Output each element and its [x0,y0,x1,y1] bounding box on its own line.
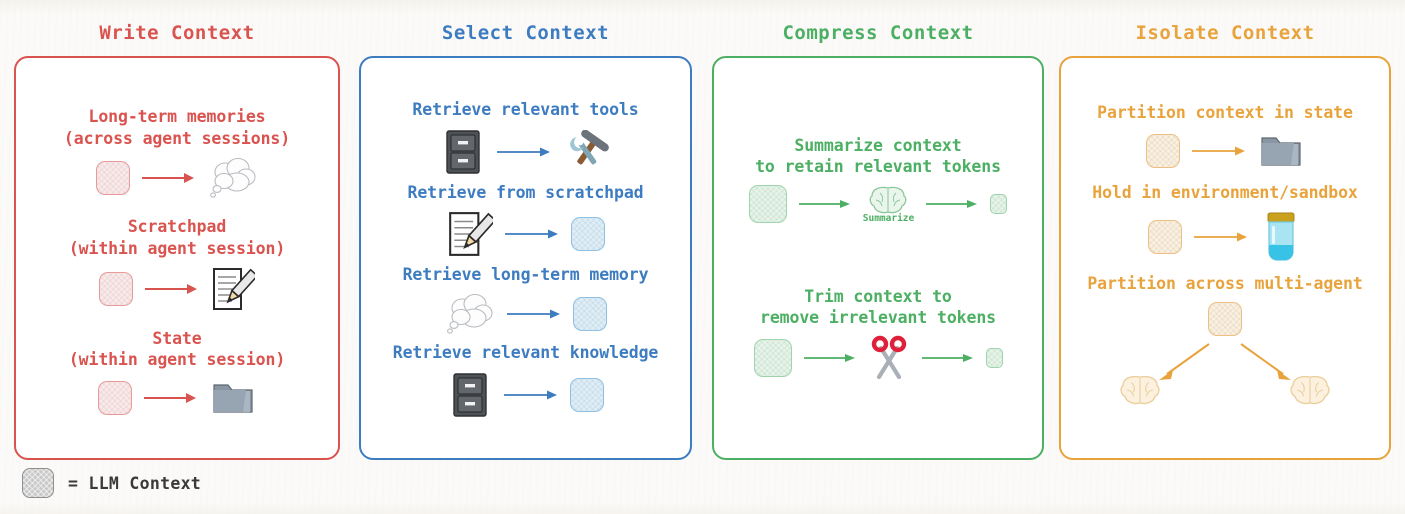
thought-cloud-icon [446,294,493,335]
arrow-right-icon [921,354,973,363]
item-partition-state: Partition context in state [1065,102,1385,172]
item-long-term-memories: Long-term memories (across agent session… [20,106,334,200]
scissors-icon [871,336,906,380]
panel-write-context: Long-term memories (across agent session… [14,56,340,460]
item-retrieve-long-term-memory: Retrieve long-term memory [365,264,686,336]
context-square-small [990,194,1008,214]
item-flow [448,371,604,419]
context-square [1148,219,1182,254]
item-label: Scratchpad (within agent session) [68,217,286,258]
file-cabinet-icon [445,129,480,174]
column-title-isolate: Isolate Context [1135,22,1315,44]
item-flow [1146,130,1304,172]
item-label: Retrieve from scratchpad [407,182,644,202]
arrow-right-icon [803,354,855,363]
arrow-right-icon [1192,146,1245,156]
item-retrieve-tools: Retrieve relevant tools [365,99,686,175]
item-hold-environment-sandbox: Hold in environment/sandbox [1065,182,1385,262]
arrow-right-icon [798,200,850,208]
arrow-right-icon [1194,232,1247,242]
context-square-large [748,185,787,223]
context-square [570,217,605,251]
context-square [572,297,607,332]
arrow-right-icon [926,200,978,208]
column-compress-context: Compress Context Summarize context to re… [712,20,1044,460]
arrow-right-icon [504,229,558,239]
arrow-right-icon [496,147,550,157]
multi-agent-branch [1105,302,1345,414]
item-flow [96,156,258,200]
context-square [96,161,130,196]
item-label: Long-term memories (across agent session… [63,107,291,148]
arrow-right-icon [142,173,194,184]
item-label: Summarize context to retain relevant tok… [755,135,1001,177]
item-flow [445,292,607,336]
context-square [99,271,133,306]
item-state: State (within agent session) [20,328,334,418]
context-square-large [753,339,792,378]
summarize-step: Summarize [863,185,914,224]
brain-icon [870,186,907,213]
panel-select-context: Retrieve relevant tools [359,56,692,460]
arrow-right-icon [503,390,557,400]
item-flow [753,335,1003,381]
item-flow [441,128,611,176]
legend: = LLM Context [22,468,201,498]
file-cabinet-icon [452,373,487,417]
column-title-compress: Compress Context [782,22,974,44]
panel-compress-context: Summarize context to retain relevant tok… [712,56,1044,460]
arrow-right-icon [506,309,560,319]
summarize-caption: Summarize [862,212,915,224]
hammer-wrench-icon [569,129,609,164]
item-label: Partition across multi-agent [1087,273,1363,293]
folder-icon [213,384,253,413]
item-label: Hold in environment/sandbox [1092,183,1358,203]
folder-icon [1261,137,1301,166]
context-square-small [985,348,1003,369]
column-isolate-context: Isolate Context Partition context in sta… [1059,20,1391,460]
column-write-context: Write Context Long-term memories (across… [14,20,340,460]
item-label: State (within agent session) [68,328,286,370]
brain-icon [1290,376,1330,405]
item-flow [447,210,605,258]
column-title-write: Write Context [99,22,255,44]
memo-pencil-icon [448,212,493,256]
item-label: Trim context to remove irrelevant tokens [759,286,996,327]
column-select-context: Select Context Retrieve relevant tools [359,20,692,460]
item-label: Retrieve long-term memory [402,265,649,284]
item-label: Retrieve relevant knowledge [392,343,659,363]
arrow-right-icon [144,392,196,403]
jar-icon [1267,212,1295,261]
context-square [98,380,132,415]
item-trim-context: Trim context to remove irrelevant tokens [718,286,1038,382]
context-square [569,377,604,412]
llm-context-swatch [22,468,54,498]
item-scratchpad: Scratchpad (within agent session) [20,216,334,312]
context-square [1146,134,1180,169]
item-label: Retrieve relevant tools [412,100,639,120]
item-summarize-context: Summarize context to retain relevant tok… [718,135,1038,224]
item-label: Partition context in state [1097,102,1353,122]
item-retrieve-knowledge: Retrieve relevant knowledge [365,342,686,418]
item-flow [1148,211,1302,263]
brain-icon [1120,376,1160,405]
item-flow: Summarize [748,185,1008,224]
legend-label: = LLM Context [68,473,202,493]
thought-cloud-icon [210,158,256,198]
column-title-select: Select Context [441,22,610,44]
memo-pencil-icon [213,267,255,310]
item-partition-multi-agent: Partition across multi-agent [1065,273,1385,414]
item-retrieve-scratchpad: Retrieve from scratchpad [365,182,686,258]
arrow-right-icon [145,283,197,294]
panel-isolate-context: Partition context in state [1059,56,1391,460]
item-flow [99,266,255,312]
item-flow [98,378,256,418]
